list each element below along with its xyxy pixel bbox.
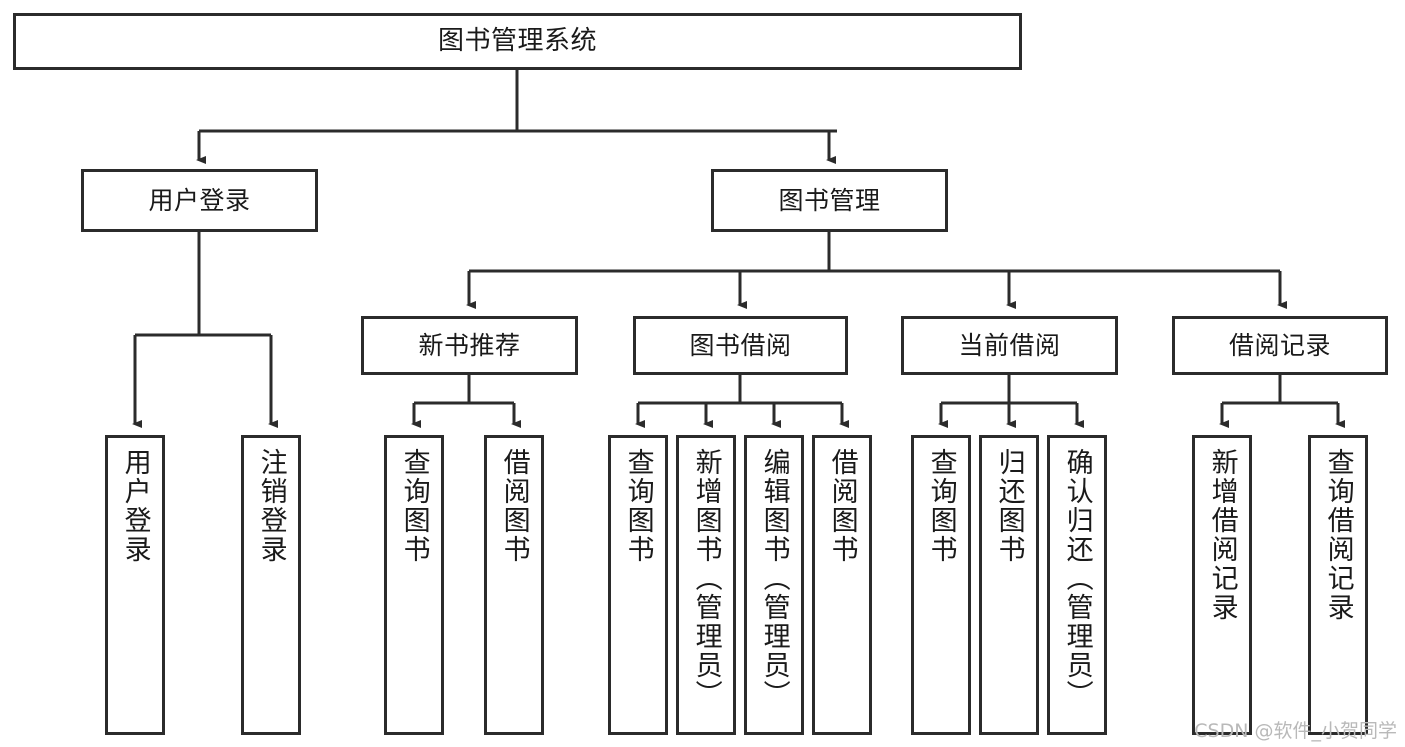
node-new-book-recommendation[interactable]: 新书推荐 [361,316,578,375]
node-label: 图书管理 [778,185,881,215]
leaf-book-borrow-add-book-admin[interactable]: 新增图书（管理员） [676,435,736,735]
node-label: 查询图书 [925,448,957,564]
node-label: 查询借阅记录 [1322,448,1354,622]
node-label: 新增借阅记录 [1206,448,1238,622]
node-label: 注销登录 [255,448,287,564]
node-label: 用户登录 [119,448,151,564]
leaf-borrow-record-add-record[interactable]: 新增借阅记录 [1192,435,1252,735]
leaf-user-login-logout[interactable]: 注销登录 [241,435,301,735]
node-label: 借阅图书 [498,448,530,564]
node-label: 编辑图书（管理员） [758,448,790,709]
node-label: 图书借阅 [689,330,792,360]
node-user-login[interactable]: 用户登录 [81,169,318,232]
node-book-borrowing[interactable]: 图书借阅 [633,316,848,375]
leaf-current-borrow-return-book[interactable]: 归还图书 [979,435,1039,735]
leaf-book-borrow-query-book[interactable]: 查询图书 [608,435,668,735]
node-label: 归还图书 [993,448,1025,564]
node-label: 当前借阅 [958,330,1061,360]
node-label: 图书管理系统 [437,26,597,57]
node-label: 新书推荐 [418,330,521,360]
node-current-borrowing[interactable]: 当前借阅 [901,316,1118,375]
node-book-management[interactable]: 图书管理 [711,169,948,232]
node-label: 查询图书 [398,448,430,564]
node-label: 用户登录 [148,185,251,215]
leaf-borrow-record-query-record[interactable]: 查询借阅记录 [1308,435,1368,735]
node-label: 借阅记录 [1228,330,1331,360]
node-root-book-management-system[interactable]: 图书管理系统 [13,13,1022,70]
node-label: 查询图书 [622,448,654,564]
leaf-new-book-query-book[interactable]: 查询图书 [384,435,444,735]
leaf-book-borrow-edit-book-admin[interactable]: 编辑图书（管理员） [744,435,804,735]
leaf-new-book-borrow-book[interactable]: 借阅图书 [484,435,544,735]
node-label: 确认归还（管理员） [1061,448,1093,709]
leaf-book-borrow-borrow-book[interactable]: 借阅图书 [812,435,872,735]
leaf-current-borrow-confirm-return-admin[interactable]: 确认归还（管理员） [1047,435,1107,735]
leaf-user-login-login[interactable]: 用户登录 [105,435,165,735]
leaf-current-borrow-query-book[interactable]: 查询图书 [911,435,971,735]
node-label: 借阅图书 [826,448,858,564]
node-borrowing-records[interactable]: 借阅记录 [1172,316,1388,375]
node-label: 新增图书（管理员） [690,448,722,709]
